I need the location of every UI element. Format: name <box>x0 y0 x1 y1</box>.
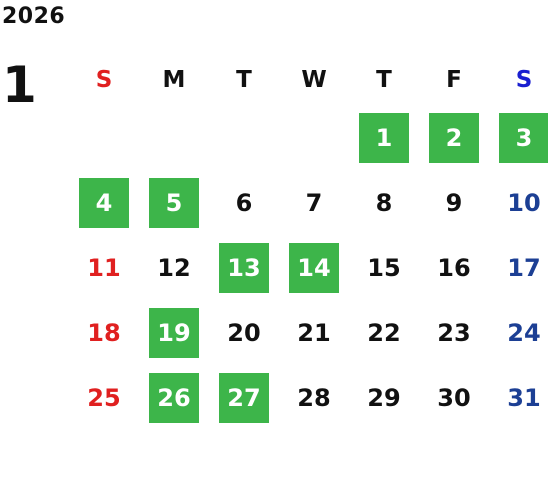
day-number: 18 <box>87 318 121 347</box>
weekday-header-friday: F <box>446 67 462 93</box>
day-number: 24 <box>507 318 541 347</box>
calendar-grid: S M T W T F S 1 2 3 4 5 6 7 8 9 10 11 12… <box>69 55 548 430</box>
day-number: 16 <box>437 253 471 282</box>
day-cell: 8 <box>349 170 419 235</box>
day-cell: 19 <box>139 300 209 365</box>
day-cell: 20 <box>209 300 279 365</box>
day-number: 10 <box>507 188 541 217</box>
day-number: 9 <box>445 188 463 217</box>
day-number: 14 <box>289 242 339 293</box>
day-cell: 25 <box>69 365 139 430</box>
day-cell: 13 <box>209 235 279 300</box>
day-cell: 18 <box>69 300 139 365</box>
day-cell: 24 <box>489 300 548 365</box>
day-cell: 2 <box>419 105 489 170</box>
day-number: 19 <box>149 307 199 358</box>
day-number: 5 <box>149 177 199 228</box>
weekday-header-thursday: T <box>376 67 392 93</box>
day-cell: 21 <box>279 300 349 365</box>
day-cell <box>69 105 139 170</box>
weekday-header-saturday: S <box>515 67 533 93</box>
day-cell: 11 <box>69 235 139 300</box>
day-cell: 26 <box>139 365 209 430</box>
day-cell <box>279 105 349 170</box>
day-number: 23 <box>437 318 471 347</box>
weekday-header-monday: M <box>162 67 186 93</box>
day-number: 25 <box>87 383 121 412</box>
day-cell: 6 <box>209 170 279 235</box>
day-number: 30 <box>437 383 471 412</box>
day-number: 4 <box>79 177 129 228</box>
day-cell: 30 <box>419 365 489 430</box>
day-number: 31 <box>507 383 541 412</box>
day-number: 12 <box>157 253 191 282</box>
day-number: 6 <box>235 188 253 217</box>
day-number: 27 <box>219 372 269 423</box>
month-number: 1 <box>2 56 37 114</box>
day-number: 11 <box>87 253 121 282</box>
day-cell <box>209 105 279 170</box>
day-number: 28 <box>297 383 331 412</box>
day-cell: 27 <box>209 365 279 430</box>
day-cell <box>139 105 209 170</box>
day-cell: 15 <box>349 235 419 300</box>
day-number: 7 <box>305 188 323 217</box>
weekday-header-tuesday: T <box>236 67 252 93</box>
day-cell: 1 <box>349 105 419 170</box>
day-number: 17 <box>507 253 541 282</box>
day-cell: 31 <box>489 365 548 430</box>
day-number: 3 <box>499 112 548 163</box>
day-cell: 23 <box>419 300 489 365</box>
day-number: 20 <box>227 318 261 347</box>
year-label: 2026 <box>2 4 66 29</box>
day-number: 15 <box>367 253 401 282</box>
day-cell: 29 <box>349 365 419 430</box>
day-cell: 16 <box>419 235 489 300</box>
day-number: 26 <box>149 372 199 423</box>
day-number: 21 <box>297 318 331 347</box>
day-number: 29 <box>367 383 401 412</box>
day-cell: 10 <box>489 170 548 235</box>
day-cell: 17 <box>489 235 548 300</box>
day-cell: 9 <box>419 170 489 235</box>
day-cell: 12 <box>139 235 209 300</box>
day-number: 2 <box>429 112 479 163</box>
day-cell: 14 <box>279 235 349 300</box>
day-cell: 28 <box>279 365 349 430</box>
weekday-header-wednesday: W <box>301 67 327 93</box>
day-number: 22 <box>367 318 401 347</box>
day-cell: 22 <box>349 300 419 365</box>
day-cell: 3 <box>489 105 548 170</box>
day-number: 8 <box>375 188 393 217</box>
day-cell: 5 <box>139 170 209 235</box>
day-number: 13 <box>219 242 269 293</box>
day-cell: 4 <box>69 170 139 235</box>
weekday-header-sunday: S <box>95 67 113 93</box>
day-cell: 7 <box>279 170 349 235</box>
day-number: 1 <box>359 112 409 163</box>
